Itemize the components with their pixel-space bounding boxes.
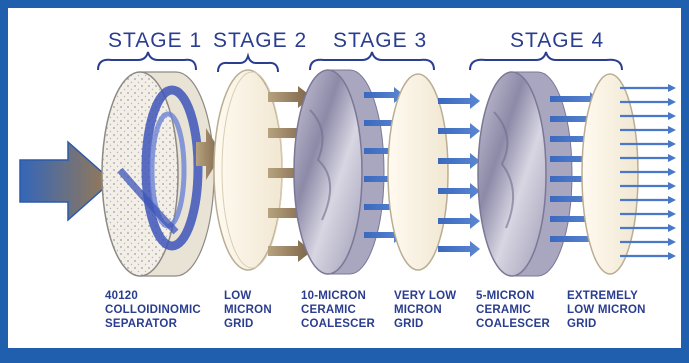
stage-braces xyxy=(98,52,622,72)
separator-cylinder xyxy=(102,72,214,276)
stage-3-brace xyxy=(310,52,434,70)
ten-micron-coalescer xyxy=(294,70,384,274)
label-low-micron-grid: LOW MICRON GRID xyxy=(224,289,272,331)
label-line: COLLOIDINOMIC xyxy=(105,303,201,317)
label-line: GRID xyxy=(224,317,272,331)
label-line: CERAMIC xyxy=(301,303,375,317)
label-line: GRID xyxy=(567,317,646,331)
stage-1-brace xyxy=(98,52,196,70)
stage-3-title: STAGE 3 xyxy=(333,29,427,52)
stage-1-title: STAGE 1 xyxy=(108,29,202,52)
label-line: COALESCER xyxy=(476,317,550,331)
label-line: 10-MICRON xyxy=(301,289,375,303)
label-line: 40120 xyxy=(105,289,201,303)
label-line: CERAMIC xyxy=(476,303,550,317)
label-line: GRID xyxy=(394,317,456,331)
inlet-arrow xyxy=(20,142,112,220)
label-10-micron-coalescer: 10-MICRON CERAMIC COALESCER xyxy=(301,289,375,331)
label-line: MICRON xyxy=(394,303,456,317)
extremely-low-micron-grid-disc xyxy=(582,74,638,274)
label-line: 5-MICRON xyxy=(476,289,550,303)
label-line: COALESCER xyxy=(301,317,375,331)
stage-2-title: STAGE 2 xyxy=(213,29,307,52)
stage-4-brace xyxy=(470,52,622,70)
label-colloidinomic-separator: 40120 COLLOIDINOMIC SEPARATOR xyxy=(105,289,201,331)
label-line: MICRON xyxy=(224,303,272,317)
five-micron-coalescer xyxy=(478,72,572,276)
label-5-micron-coalescer: 5-MICRON CERAMIC COALESCER xyxy=(476,289,550,331)
label-extremely-low-micron-grid: EXTREMELY LOW MICRON GRID xyxy=(567,289,646,331)
label-very-low-micron-grid: VERY LOW MICRON GRID xyxy=(394,289,456,331)
label-line: EXTREMELY xyxy=(567,289,646,303)
label-line: SEPARATOR xyxy=(105,317,201,331)
label-line: LOW MICRON xyxy=(567,303,646,317)
label-line: VERY LOW xyxy=(394,289,456,303)
label-line: LOW xyxy=(224,289,272,303)
stage-4-title: STAGE 4 xyxy=(510,29,604,52)
